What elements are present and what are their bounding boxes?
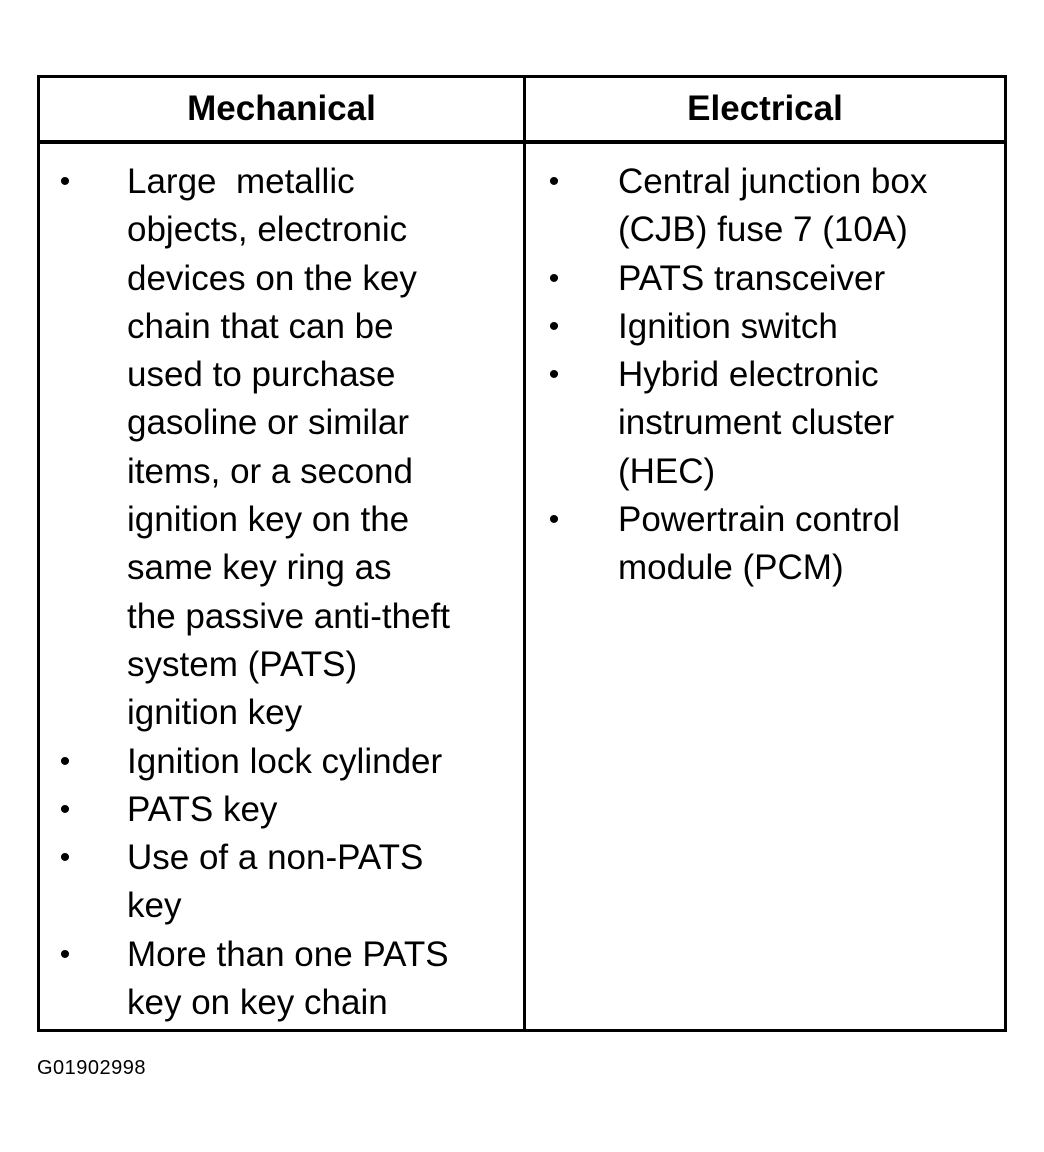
bullet-icon: • [548,503,560,537]
item-text-line: PATS key [127,789,278,829]
mechanical-item: • Large metallic objects, electronic device… [40,158,523,738]
item-text-line: Ignition lock cylinder [127,741,443,781]
item-text-line: items, or a second [127,451,413,491]
item-text-line: objects, electronic [127,210,408,250]
mechanical-item: • PATS key [40,786,523,834]
header-divider [40,140,1004,144]
item-text-line: instrument cluster [618,403,895,443]
item-text-line: key on key chain [127,983,388,1023]
electrical-item: • Hybrid electronic instrument cluster (HEC… [526,351,1004,496]
bullet-icon: • [548,358,560,392]
column-divider [523,78,526,1029]
diagnosis-table: Mechanical Electrical • Large metallic obj… [37,75,1007,1032]
item-text-line: More than one PATS [127,934,449,974]
bullet-icon: • [59,937,71,971]
item-text-line: used to purchase [127,355,396,395]
item-text-line: (HEC) [618,451,716,491]
mechanical-header: Mechanical [187,89,376,128]
bullet-icon: • [59,792,71,826]
electrical-item: • Powertrain control module (PCM) [526,496,1004,593]
mechanical-item: • Ignition lock cylinder [40,738,523,786]
bullet-icon: • [548,165,560,198]
item-text-line: Large metallic [127,162,355,201]
electrical-item: • Central junction box (CJB) fuse 7 (10A) [526,158,1004,255]
item-text-line: system (PATS) [127,644,358,684]
bullet-icon: • [59,165,71,198]
bullet-icon: • [59,744,71,778]
item-text-line: key [127,886,182,926]
item-text-line: Use of a non-PATS [127,838,424,878]
item-text-line: Powertrain control [618,500,901,540]
electrical-list: •Central junction box(CJB) fuse 7 (10A)•… [526,158,1004,593]
item-text-line: Central junction box [618,162,928,201]
electrical-item: • Ignition switch [526,303,1004,351]
item-text-line: PATS transceiver [618,258,886,298]
item-text-line: gasoline or similar [127,403,410,443]
item-text-line: Hybrid electronic [618,355,879,395]
electrical-item: • PATS transceiver [526,255,1004,303]
item-text-line: chain that can be [127,306,394,346]
item-text-line: ignition key [127,693,303,733]
item-text-line: same key ring as [127,548,392,588]
bullet-icon: • [59,841,71,875]
mechanical-item: • Use of a non-PATS key [40,834,523,931]
item-text-line: (CJB) fuse 7 (10A) [618,210,908,250]
item-text-line: Ignition switch [618,306,838,346]
bullet-icon: • [548,261,560,295]
figure-id: G01902998 [37,1057,147,1079]
bullet-icon: • [548,309,560,343]
item-text-line: ignition key on the [127,500,410,540]
mechanical-item: • More than one PATS key on key chain [40,931,523,1028]
electrical-header: Electrical [687,89,843,128]
mechanical-list: • Large metallic objects, electronic device… [40,158,523,1027]
item-text-line: module (PCM) [618,548,844,588]
item-text-line: the passive anti-theft [127,596,450,636]
item-text-line: devices on the key [127,258,417,298]
